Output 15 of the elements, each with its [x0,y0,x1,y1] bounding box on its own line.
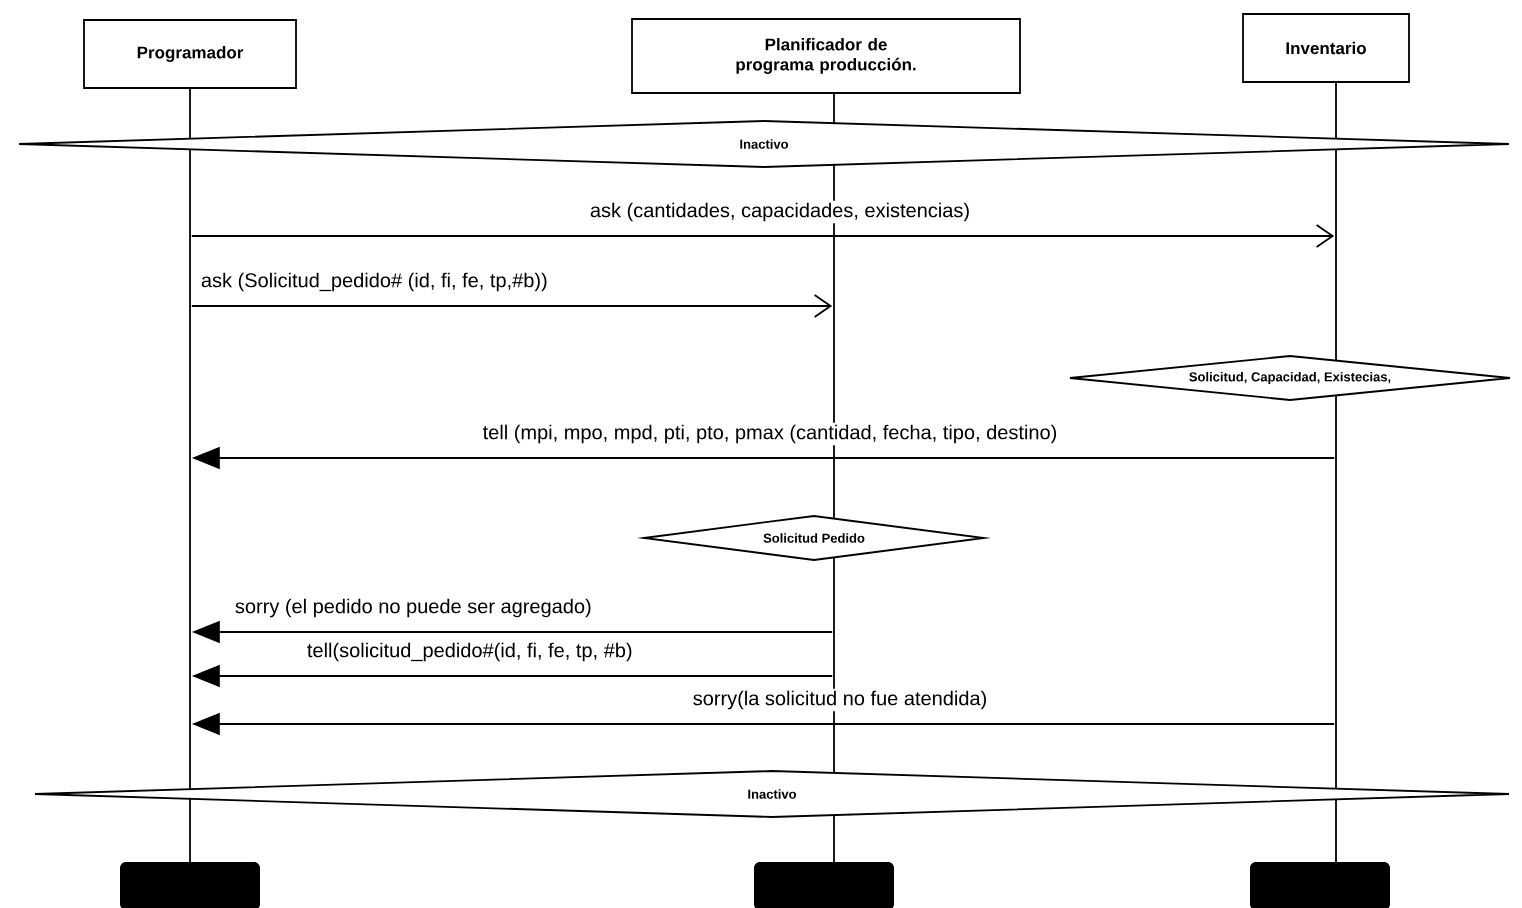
message-label: ask (cantidades, capacidades, existencias) [587,200,973,224]
message-label: ask (Solicitud_pedido# (id, fi, fe, tp,#b)) [198,270,550,294]
message-label: sorry(la solicitud no fue atendida) [690,688,990,712]
end-bar [120,862,260,908]
lifeline-header: Inventario [1242,13,1410,83]
end-bar [754,862,894,908]
message-label: tell (mpi, mpo, mpd, pti, pto, pmax (cantidad, fecha, tipo, destino) [480,422,1060,446]
end-bar [1250,862,1390,908]
message-label: tell(solicitud_pedido#(id, fi, fe, tp, #b) [304,640,635,664]
lifeline-header: Planificador de programa producción. [631,18,1021,94]
lifeline-header: Programador [83,19,297,89]
message-arrow [190,224,1335,248]
message-label: sorry (el pedido no puede ser agregado) [232,596,594,620]
lifeline [1335,82,1337,864]
message-arrow [190,294,833,318]
